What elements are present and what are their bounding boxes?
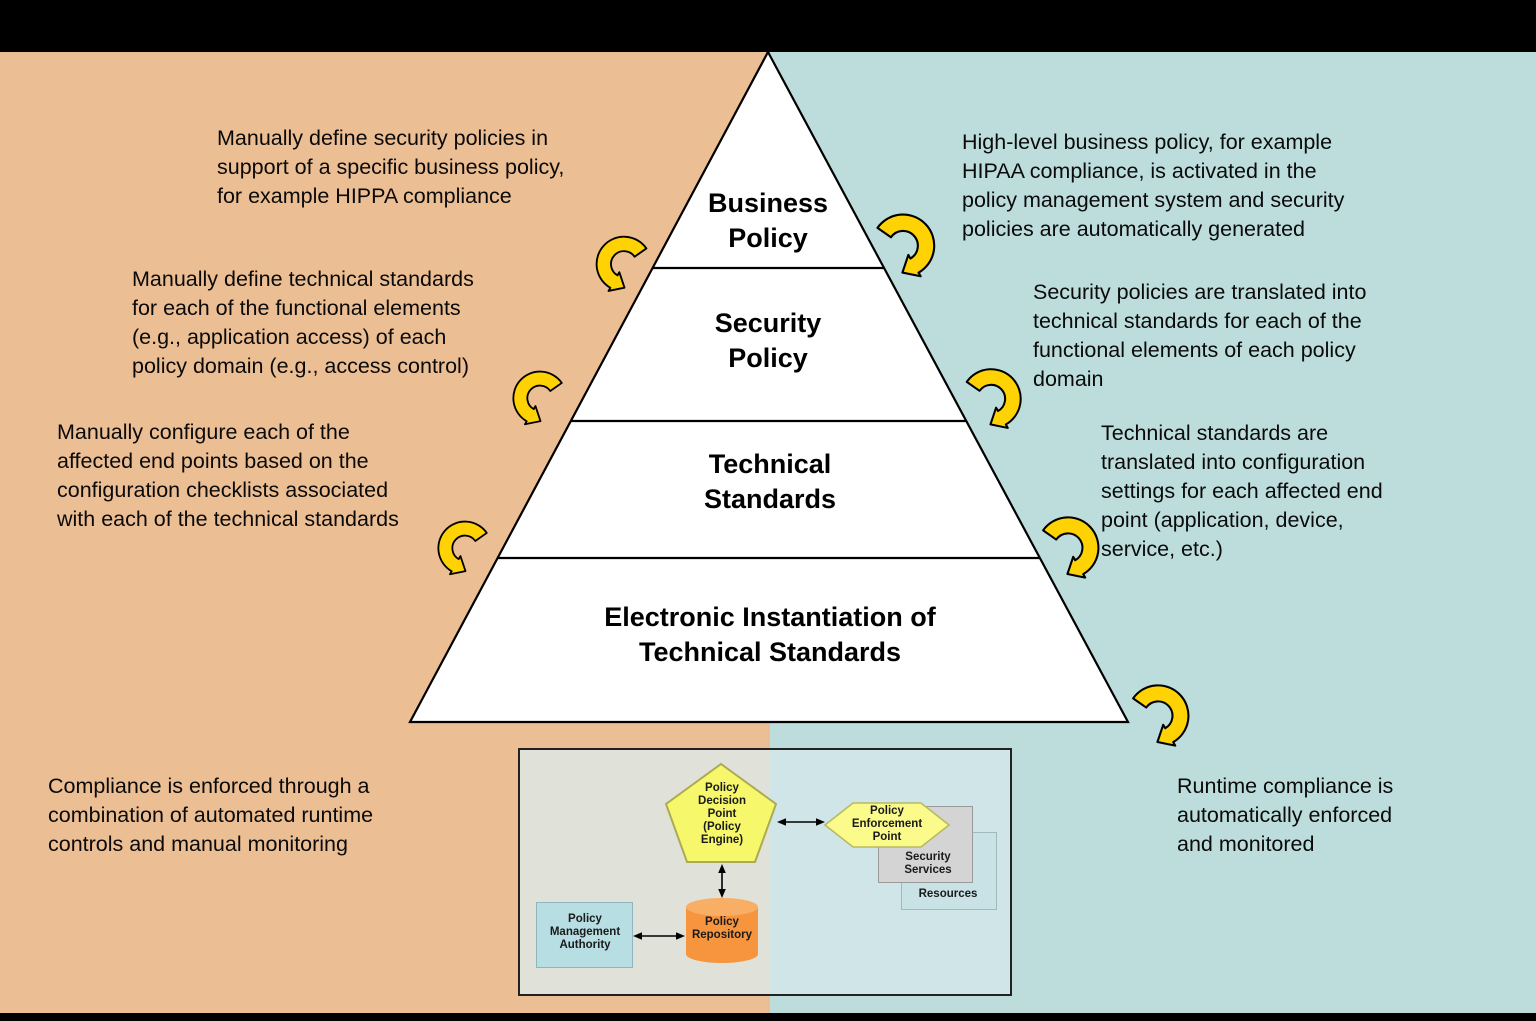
- annotation-manual-configure-end-points: Manually configure each of the affected …: [57, 420, 399, 531]
- cycle-arrow-right-runtime-icon: [1118, 673, 1198, 765]
- pdp-repository-connector-arrow: [718, 864, 726, 898]
- policy-management-authority-label: Policy Management Authority: [549, 913, 621, 951]
- pyramid-level-business-policy: Business Policy: [707, 188, 829, 253]
- cycle-arrow-left-technical-icon: [430, 508, 500, 594]
- pyramid-level-electronic-instantiation: Electronic Instantiation of Technical St…: [604, 602, 936, 667]
- pma-repository-connector-arrow: [633, 932, 685, 940]
- pdp-pep-connector-arrow: [777, 818, 825, 826]
- pyramid-level-technical-standards: Technical Standards: [703, 449, 837, 514]
- annotation-technical-standards-translated: Technical standards are translated into …: [1101, 421, 1383, 561]
- annotation-compliance-enforced: Compliance is enforced through a combina…: [48, 774, 374, 856]
- policy-repository-shape: [686, 898, 758, 963]
- annotation-manual-define-security-policies: Manually define security policies in sup…: [217, 126, 565, 208]
- annotation-runtime-compliance: Runtime compliance is automatically enfo…: [1177, 774, 1394, 856]
- policy-management-authority-box: [536, 902, 633, 968]
- security-services-label: Security Services: [904, 851, 952, 876]
- cycle-arrow-right-technical-icon: [1028, 506, 1108, 596]
- policy-repository-label: Policy Repository: [691, 916, 753, 941]
- annotation-security-policies-translated: Security policies are translated into te…: [1033, 280, 1367, 391]
- annotation-high-level-business-policy: High-level business policy, for example …: [962, 130, 1345, 241]
- cycle-arrow-left-security-icon: [505, 358, 575, 444]
- cycle-arrow-right-security-icon: [952, 358, 1030, 446]
- cycle-arrow-left-business-icon: [588, 222, 660, 312]
- resources-label: Resources: [918, 888, 978, 900]
- policy-enforcement-point-shape: [823, 802, 951, 848]
- policy-decision-point-shape: [664, 762, 778, 863]
- cycle-arrow-right-business-icon: [862, 203, 944, 295]
- policy-decision-point-label: Policy Decision Point (Policy Engine): [698, 782, 746, 846]
- policy-enforcement-point-label: Policy Enforcement Point: [851, 805, 923, 843]
- pyramid-level-security-policy: Security Policy: [714, 308, 822, 373]
- annotation-manual-define-technical-standards: Manually define technical standards for …: [132, 267, 474, 378]
